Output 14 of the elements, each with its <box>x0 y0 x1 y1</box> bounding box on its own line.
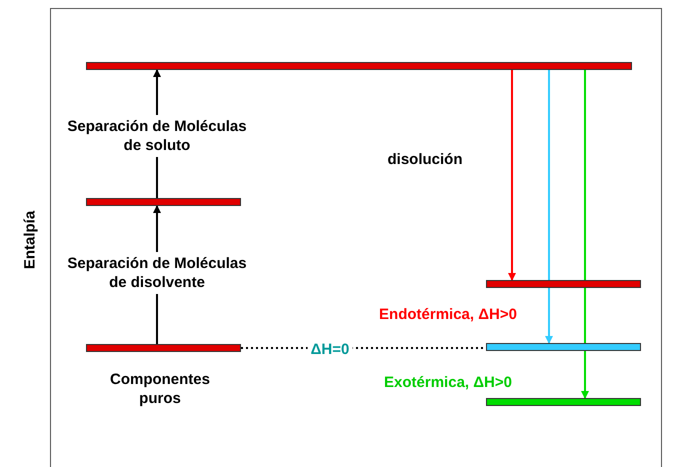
energy-level-bar <box>86 62 632 70</box>
arrow <box>545 70 553 344</box>
energy-level-bar <box>486 280 641 288</box>
annotation-text: disolución <box>388 150 462 169</box>
energy-level-bar <box>486 343 641 351</box>
annotation-text: Exotérmica, ΔH>0 <box>384 373 512 392</box>
arrow <box>508 70 516 281</box>
arrow <box>581 70 589 399</box>
energy-level-bar <box>486 398 641 406</box>
axis-label: Entalpía <box>20 210 40 270</box>
energy-level-bar <box>86 344 241 352</box>
annotation-text: Endotérmica, ΔH>0 <box>379 305 517 324</box>
level-caption: Componentes puros <box>108 370 211 408</box>
energy-level-bar <box>86 198 241 206</box>
